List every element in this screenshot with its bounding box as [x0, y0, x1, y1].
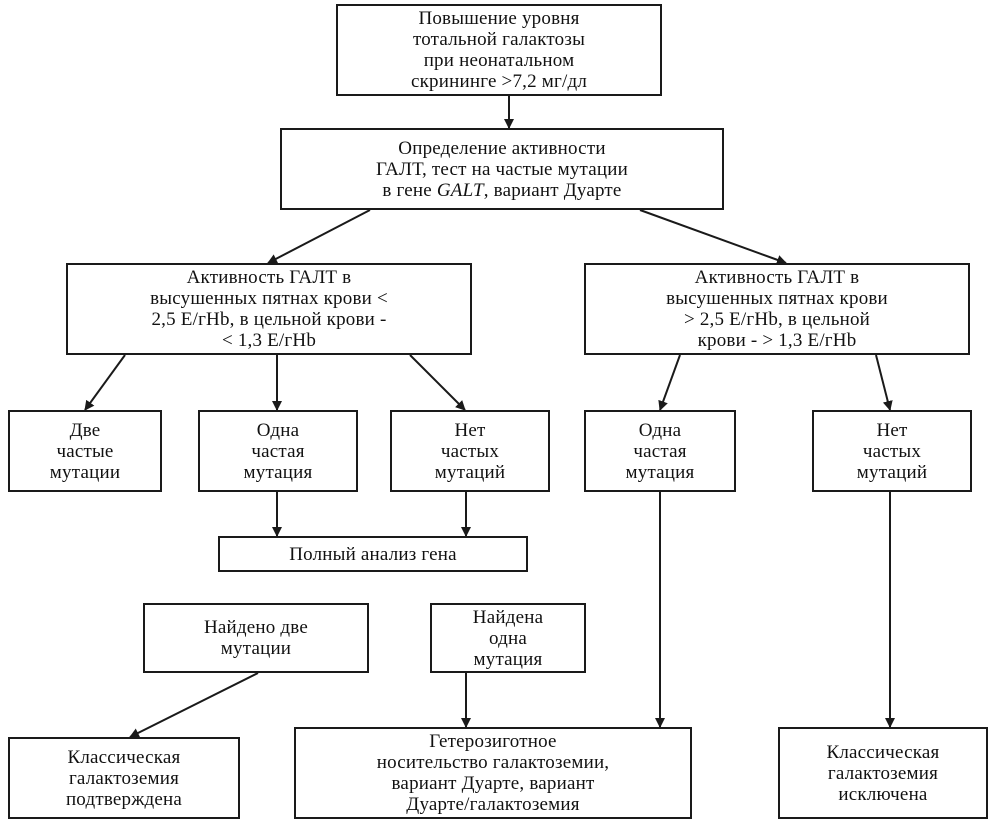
node-text: Повышение уровня тотальной галактозы при…: [410, 8, 588, 92]
node-text: Классическая галактоземия подтверждена: [65, 746, 183, 810]
arrow-n3-to-n5: [84, 354, 126, 411]
node-no-common-mutations: Нет частых мутаций: [390, 410, 550, 492]
node-text: Нет частых мутаций: [856, 419, 928, 483]
arrow-n3-to-n7: [409, 354, 466, 411]
node-text: Определение активности ГАЛТ, тест на час…: [375, 137, 629, 201]
node-elevated-galactose: Повышение уровня тотальной галактозы при…: [336, 4, 662, 96]
node-text: Одна частая мутация: [243, 419, 313, 483]
node-one-common-mutation: Одна частая мутация: [198, 410, 358, 492]
arrow-n4-to-n9: [875, 354, 893, 411]
node-text: Классическая галактоземия исключена: [826, 741, 940, 805]
node-two-common-mutations: Две частые мутации: [8, 410, 162, 492]
gene-symbol: GALT: [436, 179, 484, 201]
node-one-common-mutation-right: Одна частая мутация: [584, 410, 736, 492]
node-classic-confirmed: Классическая галактоземия подтверждена: [8, 737, 240, 819]
node-text: Одна частая мутация: [625, 419, 695, 483]
node-text: Две частые мутации: [49, 419, 121, 483]
node-normal-galt-activity: Активность ГАЛТ в высушенных пятнах кров…: [584, 263, 970, 355]
node-text: Активность ГАЛТ в высушенных пятнах кров…: [150, 267, 388, 351]
arrow-n4-to-n8: [658, 354, 681, 411]
arrow-n2-to-n3: [267, 209, 371, 264]
node-full-gene-analysis: Полный анализ гена: [218, 536, 528, 572]
node-text: Полный анализ гена: [289, 543, 457, 565]
node-classic-excluded: Классическая галактоземия исключена: [778, 727, 988, 819]
node-galt-activity-test: Определение активности ГАЛТ, тест на час…: [280, 128, 724, 210]
arrow-n2-to-n4: [639, 209, 787, 265]
node-text: Найдено две мутации: [203, 617, 308, 659]
node-text: Гетерозиготное носительство галактоземии…: [376, 731, 610, 815]
arrow-n11-to-n13: [129, 672, 259, 738]
node-no-common-mutations-right: Нет частых мутаций: [812, 410, 972, 492]
node-low-galt-activity: Активность ГАЛТ в высушенных пятнах кров…: [66, 263, 472, 355]
node-two-mutations-found: Найдено две мутации: [143, 603, 369, 673]
node-text: Активность ГАЛТ в высушенных пятнах кров…: [666, 267, 888, 351]
node-heterozygous-carrier: Гетерозиготное носительство галактоземии…: [294, 727, 692, 819]
node-one-mutation-found: Найдена одна мутация: [430, 603, 586, 673]
node-text: Найдена одна мутация: [472, 606, 544, 670]
node-text: Нет частых мутаций: [434, 419, 506, 483]
